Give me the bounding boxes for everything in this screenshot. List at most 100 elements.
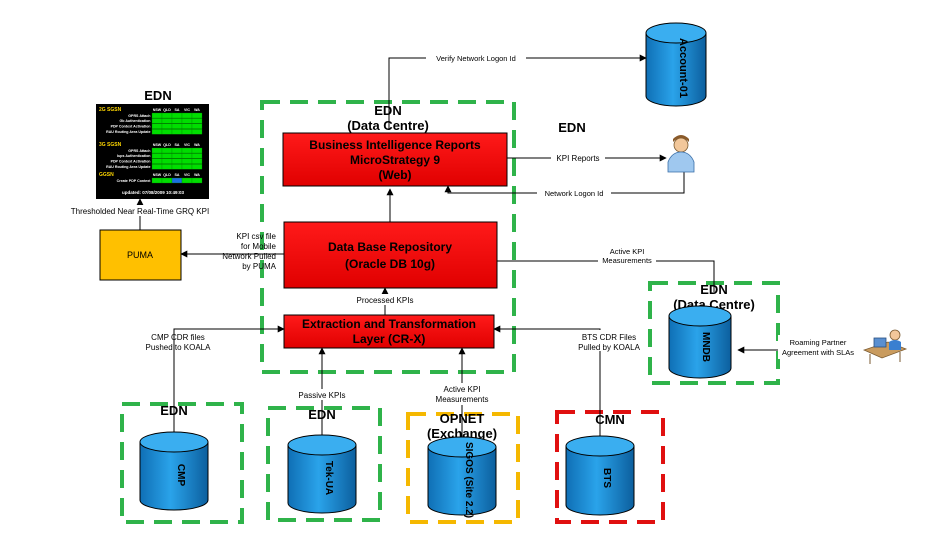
- dash-col-header: VIC: [184, 108, 190, 112]
- active-kpi-right-2: Measurements: [602, 256, 652, 265]
- dash-row-label: RAU Routing Area Update: [106, 165, 150, 169]
- dash-col-header: NSW: [153, 108, 162, 112]
- etl-layer-line2: Layer (CR-X): [353, 332, 426, 346]
- dash-row-label: Gb Authentication: [119, 119, 150, 123]
- roaming-label-1: Roaming Partner: [790, 338, 847, 347]
- dash-col-header: WA: [194, 173, 200, 177]
- dash-status-cell: [191, 177, 203, 184]
- db-to-mndb-line: [497, 260, 715, 292]
- dash-status-cell: [151, 158, 163, 164]
- puma-box: [99, 229, 182, 281]
- dash-status-cell: [151, 118, 163, 124]
- cmp-cdr-label-2: Pushed to KOALA: [146, 343, 212, 352]
- dash-row-label: GPRS Attach: [128, 149, 150, 153]
- active-kpi-right-1: Active KPI: [610, 247, 645, 256]
- dash-status-cell: [171, 112, 183, 119]
- edn-right-title: EDN: [558, 120, 585, 135]
- dash-sec2-title: 3G SGSN: [99, 142, 122, 148]
- dash-status-cell: [191, 147, 203, 154]
- dash-status-cell: [181, 112, 193, 119]
- roaming-partner-icon: [862, 329, 908, 364]
- dash-col-header: VIC: [184, 143, 190, 147]
- edn-cmp-zone: [120, 402, 244, 524]
- dash-status-cell: [161, 177, 173, 184]
- network-logon-label: Network Logon Id: [545, 189, 604, 198]
- bi-reports-line3: (Web): [378, 168, 411, 182]
- dash-status-cell: [161, 147, 173, 154]
- dash-status-cell: [171, 177, 183, 184]
- account-cylinder: Account-01: [645, 22, 707, 107]
- sigos-label: SIGOS (Site 2.2): [463, 442, 474, 518]
- bts-label: BTS: [601, 468, 612, 488]
- dash-status-cell: [181, 177, 193, 184]
- dash-status-cell: [151, 112, 163, 119]
- dash-status-cell: [191, 158, 203, 164]
- dash-status-cell: [191, 129, 203, 135]
- db-repository-box: [283, 221, 498, 289]
- opnet-zone: [406, 412, 520, 524]
- dash-status-cell: [181, 118, 193, 124]
- bts-cylinder: BTS: [565, 435, 635, 516]
- dash-col-header: VIC: [184, 173, 190, 177]
- roaming-label-2: Agreement with SLAs: [782, 348, 854, 357]
- dash-col-header: NSW: [153, 173, 162, 177]
- bi-reports-box: [282, 132, 508, 187]
- edn-main-title: EDN: [374, 103, 401, 118]
- dash-status-cell: [171, 123, 183, 129]
- active-kpi-bottom-2: Measurements: [436, 395, 489, 404]
- connector-labels: Verify Network Logon Id KPI Reports Netw…: [57, 52, 860, 405]
- dash-status-cell: [181, 153, 193, 159]
- dash-status-cell: [151, 164, 163, 170]
- processed-kpis-label: Processed KPIs: [357, 296, 414, 305]
- kpi-csv-label-4: by PUMA: [242, 262, 276, 271]
- kpi-csv-label-3: Network Pulled: [222, 252, 276, 261]
- dash-status-cell: [191, 118, 203, 124]
- dash-row-label: RAU Routing Area Update: [106, 130, 150, 134]
- db-repository-line2: (Oracle DB 10g): [345, 257, 435, 271]
- db-repository-line1: Data Base Repository: [328, 240, 452, 254]
- account-label: Account-01: [677, 38, 689, 98]
- dash-status-cell: [151, 147, 163, 154]
- kpi-reports-label: KPI Reports: [556, 154, 599, 163]
- sigos-cylinder: SIGOS (Site 2.2): [427, 436, 497, 518]
- dash-col-header: WA: [194, 143, 200, 147]
- mndb-cylinder: MNDB: [668, 305, 732, 379]
- dash-row-label: GPRS Attach: [128, 114, 150, 118]
- cmn-title: CMN: [595, 412, 625, 427]
- dash-status-cell: [161, 118, 173, 124]
- cmp-to-etl-line: [173, 325, 285, 448]
- dash-status-cell: [151, 153, 163, 159]
- dash-col-header: NSW: [153, 143, 162, 147]
- dash-status-cell: [151, 177, 163, 184]
- dash-sec1-title: 2G SGSN: [99, 107, 122, 113]
- edn-top-left-title: EDN: [144, 88, 171, 103]
- dash-status-cell: [171, 147, 183, 154]
- dash-status-cell: [171, 164, 183, 170]
- kpi-csv-label-2: for Mobile: [241, 242, 277, 251]
- dash-row-label: PDP Context Activation: [111, 125, 151, 129]
- active-kpi-bottom-1: Active KPI: [444, 385, 481, 394]
- dash-status-cell: [171, 129, 183, 135]
- thresholded-label: Thresholded Near Real-Time GRQ KPI: [71, 207, 209, 216]
- dash-status-cell: [181, 158, 193, 164]
- edn-main-subtitle: (Data Centre): [347, 118, 429, 133]
- verify-logon-label: Verify Network Logon Id: [436, 54, 516, 63]
- dash-col-header: QLD: [163, 108, 171, 112]
- dash-status-cell: [161, 112, 173, 119]
- dash-status-cell: [151, 129, 163, 135]
- cmp-cdr-label-1: CMP CDR files: [151, 333, 205, 342]
- edn-main-zone: [260, 100, 516, 374]
- user-person-icon: [667, 135, 695, 173]
- dash-status-cell: [191, 164, 203, 170]
- dash-col-header: QLD: [163, 173, 171, 177]
- dash-row-label: Iups Authentication: [117, 154, 150, 158]
- cmn-zone: [555, 410, 665, 524]
- mndb-label: MNDB: [700, 332, 711, 362]
- kpi-csv-label-1: KPI csv file: [236, 232, 276, 241]
- bi-reports-line2: MicroStrategy 9: [350, 153, 440, 167]
- passive-kpis-label: Passive KPIs: [298, 391, 345, 400]
- dash-status-cell: [181, 129, 193, 135]
